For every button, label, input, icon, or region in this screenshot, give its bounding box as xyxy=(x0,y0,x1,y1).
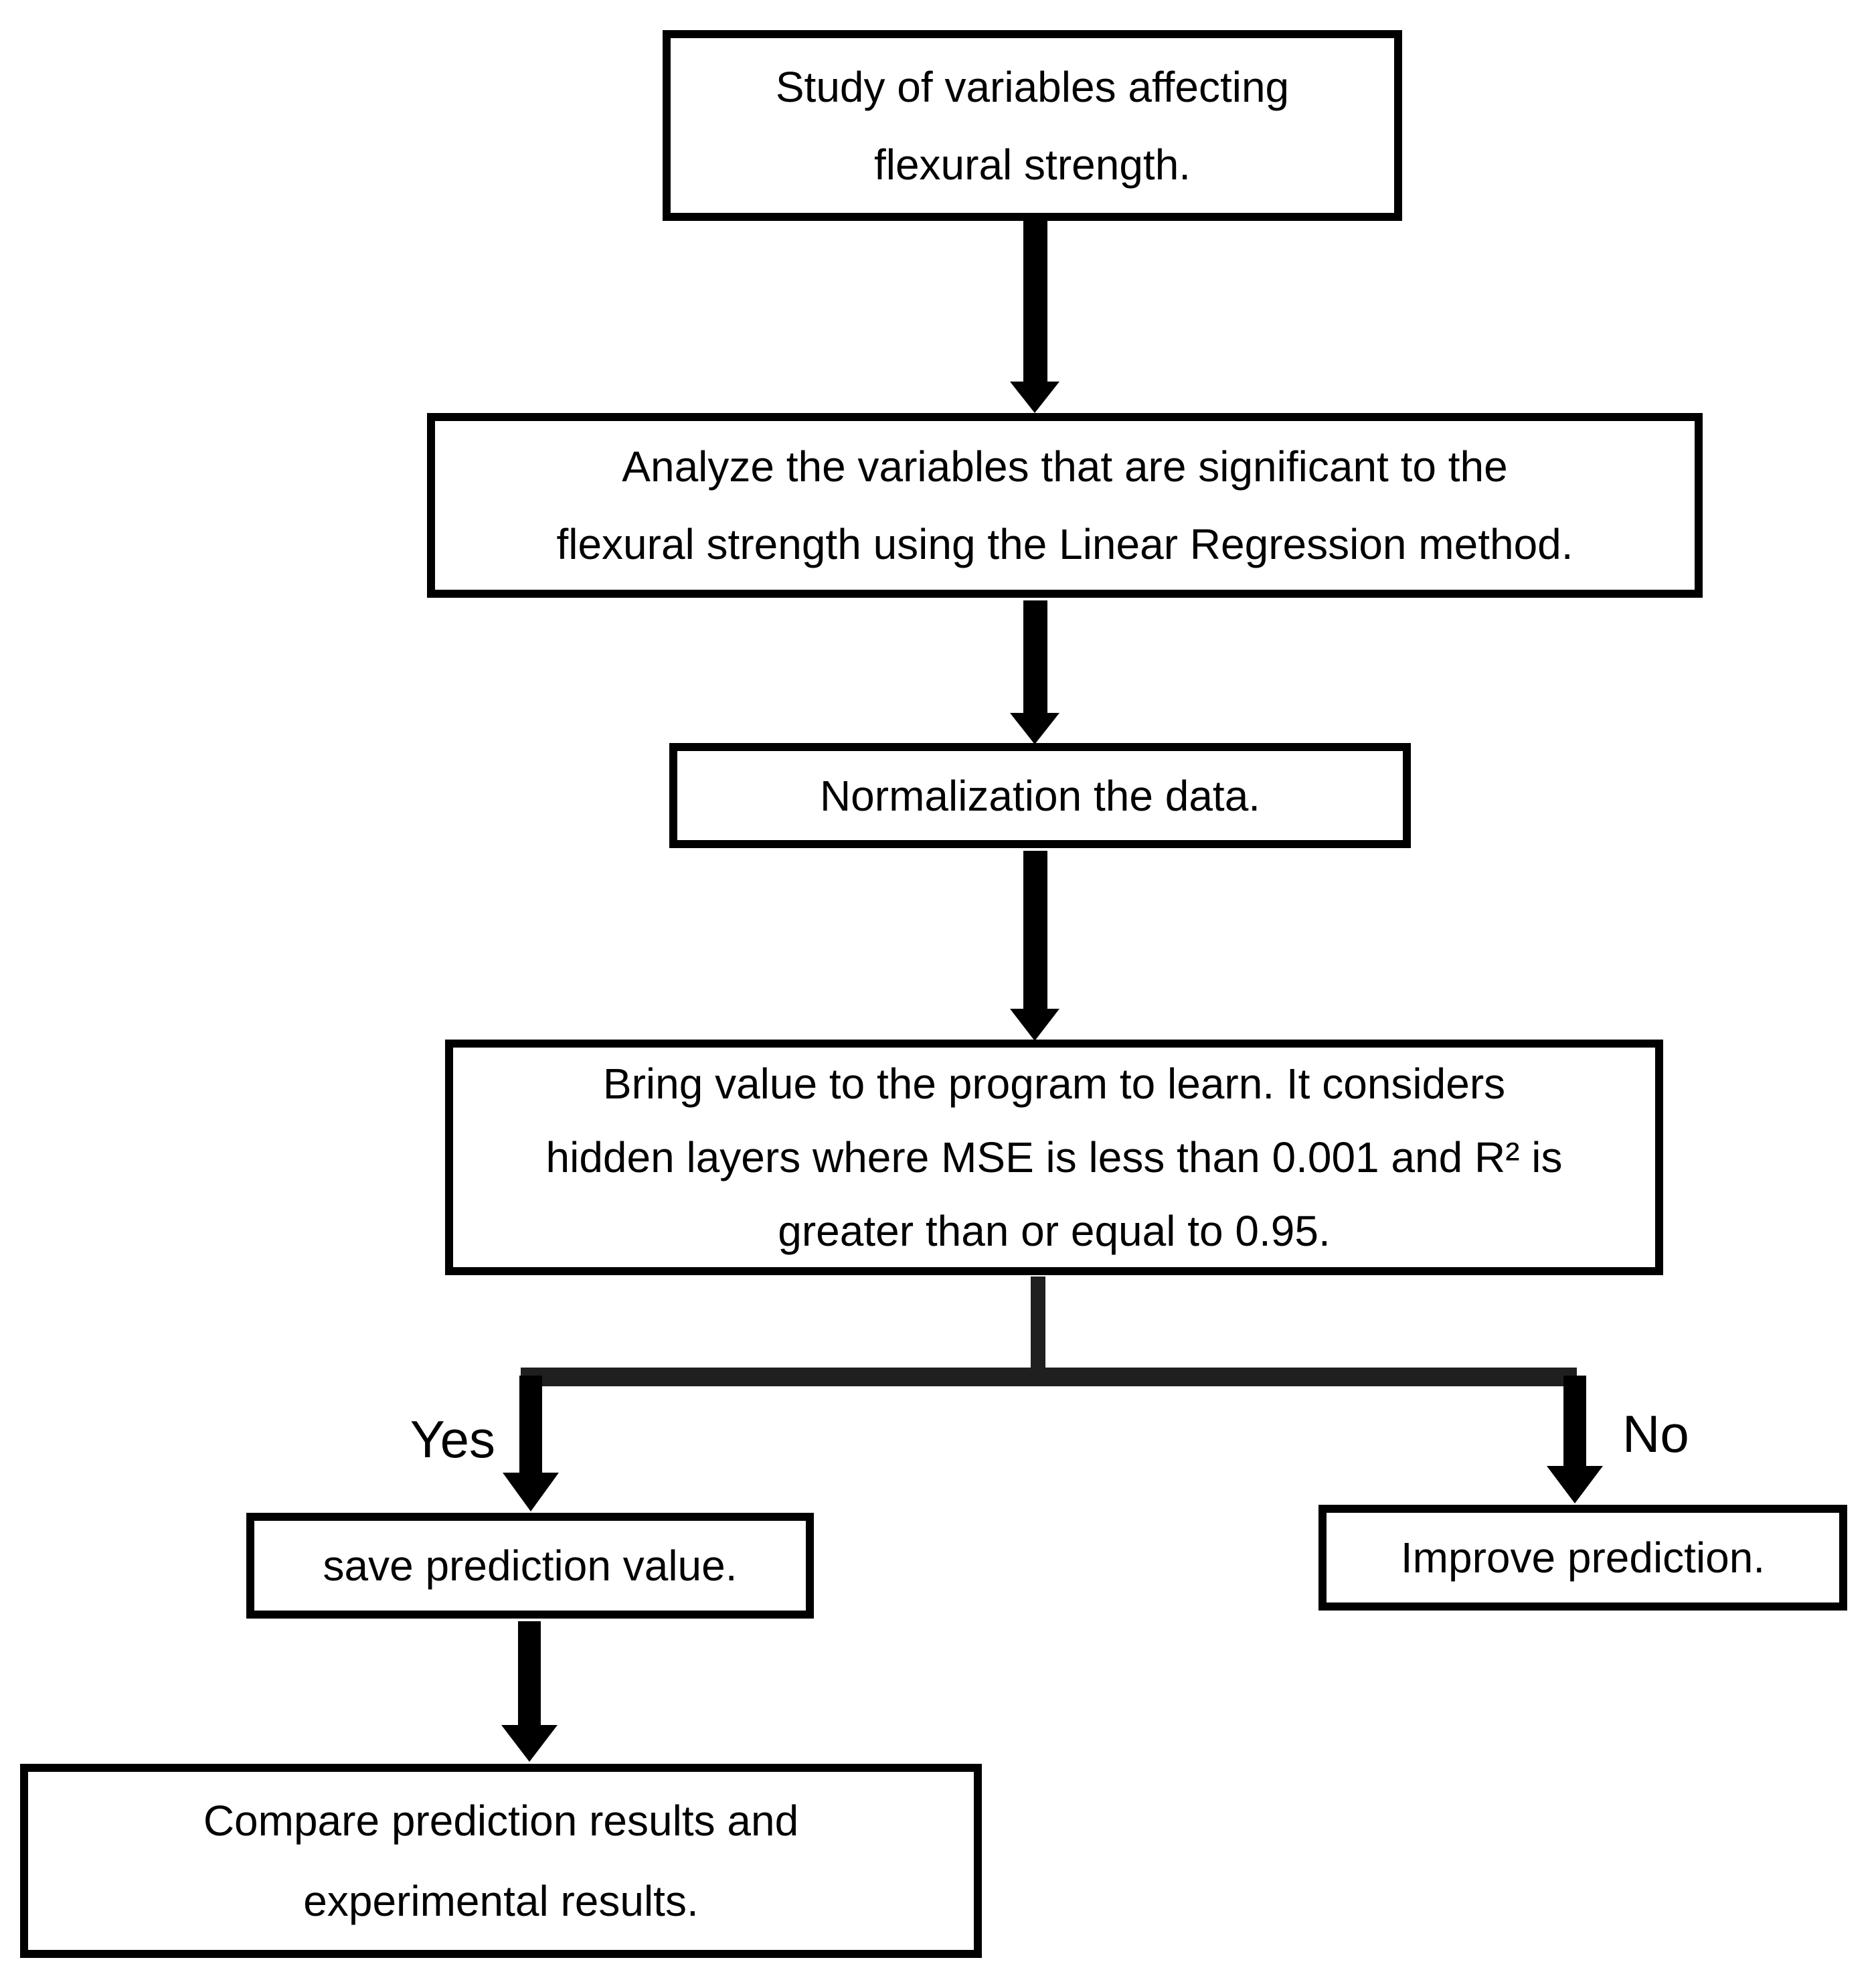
node-text-line: Bring value to the program to learn. It … xyxy=(602,1060,1506,1108)
arrow-no-shaft xyxy=(1563,1376,1586,1468)
arrow-save-to-compare-head-icon xyxy=(501,1725,558,1762)
node-text-line: save prediction value. xyxy=(323,1542,738,1590)
node-text-line: experimental results. xyxy=(303,1877,699,1925)
node-text-line: Compare prediction results and xyxy=(203,1797,799,1845)
arrow-study-to-analyze-shaft xyxy=(1023,219,1047,384)
arrow-yes-shaft xyxy=(519,1376,542,1476)
node-save-prediction: save prediction value. xyxy=(246,1513,814,1619)
node-program-learning-condition: Bring value to the program to learn. It … xyxy=(445,1040,1663,1275)
branch-spine-line xyxy=(1031,1277,1045,1372)
branch-horizontal-line xyxy=(521,1368,1577,1386)
branch-label-no: No xyxy=(1622,1404,1689,1463)
arrow-normalize-to-learn-head-icon xyxy=(1010,1009,1059,1041)
arrow-analyze-to-normalize-head-icon xyxy=(1010,713,1059,744)
node-text-line: Analyze the variables that are significa… xyxy=(622,442,1508,491)
arrow-normalize-to-learn-shaft xyxy=(1023,851,1047,1011)
node-text-line: flexural strength. xyxy=(873,140,1191,189)
node-study-variables: Study of variables affecting flexural st… xyxy=(663,30,1402,221)
arrow-study-to-analyze-head-icon xyxy=(1010,382,1059,413)
node-text-line: Study of variables affecting xyxy=(775,62,1290,111)
arrow-yes-head-icon xyxy=(503,1473,559,1511)
node-text-line: Improve prediction. xyxy=(1400,1534,1766,1582)
node-text-line: greater than or equal to 0.95. xyxy=(778,1207,1331,1255)
branch-label-yes: Yes xyxy=(410,1410,495,1469)
arrow-save-to-compare-shaft xyxy=(518,1621,541,1727)
arrow-analyze-to-normalize-shaft xyxy=(1023,600,1047,716)
node-normalization: Normalization the data. xyxy=(669,743,1411,848)
node-text-line: flexural strength using the Linear Regre… xyxy=(556,520,1573,568)
arrow-no-head-icon xyxy=(1547,1466,1603,1503)
node-text-line: Normalization the data. xyxy=(819,771,1261,820)
node-compare-results: Compare prediction results and experimen… xyxy=(20,1764,982,1958)
node-analyze-variables: Analyze the variables that are significa… xyxy=(427,413,1703,598)
node-text-line: hidden layers where MSE is less than 0.0… xyxy=(545,1133,1563,1181)
node-improve-prediction: Improve prediction. xyxy=(1318,1505,1847,1611)
